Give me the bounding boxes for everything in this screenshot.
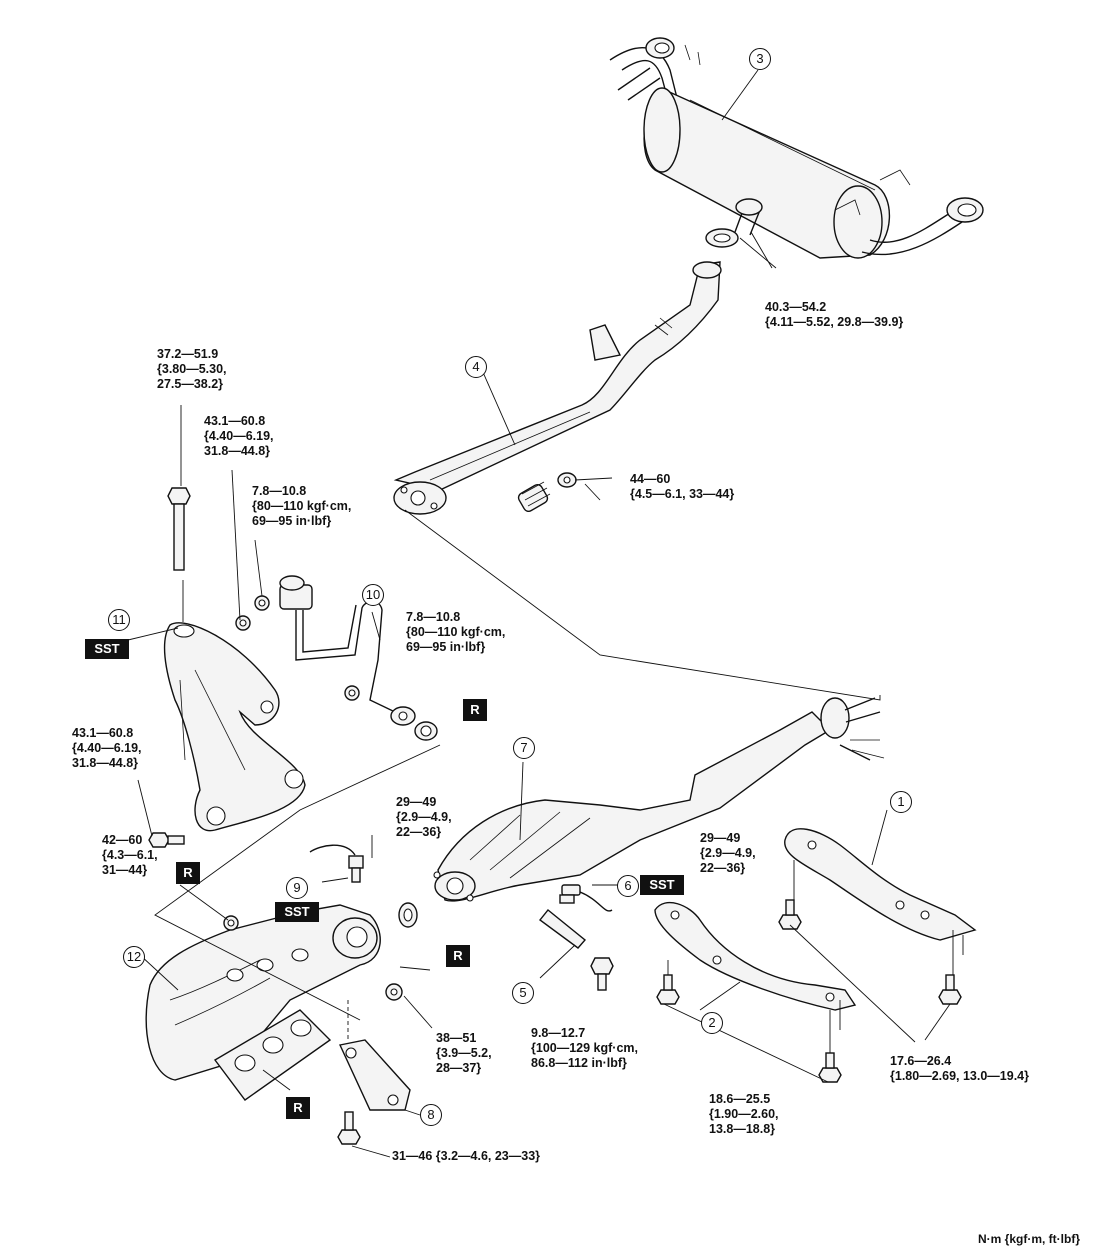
sst-tag-front-sensor: SST bbox=[275, 902, 319, 922]
bracket-bolt-part-5 bbox=[538, 909, 614, 991]
main-muffler-part-3 bbox=[609, 37, 984, 259]
bracket-part-8 bbox=[337, 1039, 411, 1145]
replace-tag-manifold-gasket: R bbox=[286, 1097, 310, 1119]
valve-tube-part-10 bbox=[235, 575, 438, 741]
flange-spring-and-nut bbox=[517, 472, 577, 513]
callout-1: 1 bbox=[890, 791, 912, 813]
torque-spec-flange-nut: 44—60 {4.5—6.1, 33—44} bbox=[630, 472, 735, 501]
torque-spec-bracket-bolt-lower: 31—46 {3.2—4.6, 23—33} bbox=[392, 1149, 541, 1163]
callout-9: 9 bbox=[286, 877, 308, 899]
callout-4: 4 bbox=[465, 356, 487, 378]
torque-spec-member-2: 18.6—25.5 {1.90—2.60, 13.8—18.8} bbox=[709, 1092, 779, 1136]
replace-tag-manifold-nut: R bbox=[176, 862, 200, 884]
front-sensor-part-9 bbox=[309, 844, 364, 883]
leader-lines bbox=[127, 69, 964, 1158]
torque-spec-muffler-clamp: 40.3—54.2 {4.11—5.52, 29.8—39.9} bbox=[765, 300, 904, 329]
callout-12: 12 bbox=[123, 946, 145, 968]
callout-3: 3 bbox=[749, 48, 771, 70]
replace-tag-pipe-gasket: R bbox=[463, 699, 487, 721]
torque-spec-member-1: 17.6—26.4 {1.80—2.69, 13.0—19.4} bbox=[890, 1054, 1029, 1083]
manifold-gasket bbox=[213, 1009, 332, 1101]
exhaust-pipe-part-4 bbox=[393, 261, 722, 515]
callout-10: 10 bbox=[362, 584, 384, 606]
crossmember-part-2 bbox=[654, 901, 857, 1083]
callout-2: 2 bbox=[701, 1012, 723, 1034]
catalytic-converter-part-7 bbox=[398, 697, 885, 928]
callout-8: 8 bbox=[420, 1104, 442, 1126]
torque-spec-front-sensor: 29—49 {2.9—4.9, 22—36} bbox=[396, 795, 452, 839]
torque-spec-long-bolt: 37.2—51.9 {3.80—5.30, 27.5—38.2} bbox=[157, 347, 227, 391]
sst-tag-bracket: SST bbox=[85, 639, 129, 659]
sst-tag-rear-sensor: SST bbox=[640, 875, 684, 895]
torque-spec-bracket-bolt-left: 43.1—60.8 {4.40—6.19, 31.8—44.8} bbox=[72, 726, 142, 770]
torque-spec-bracket-bolt-small: 9.8—12.7 {100—129 kgf·cm, 86.8—112 in·lb… bbox=[531, 1026, 639, 1070]
rear-sensor-part-6 bbox=[559, 884, 613, 912]
torque-spec-pipe-flange-nut: 7.8—10.8 {80—110 kgf·cm, 69—95 in·lbf} bbox=[406, 610, 506, 654]
torque-spec-valve-nut: 7.8—10.8 {80—110 kgf·cm, 69—95 in·lbf} bbox=[252, 484, 352, 528]
exhaust-manifold-part-12 bbox=[145, 904, 403, 1081]
long-bolt bbox=[167, 487, 191, 571]
replace-tag-converter-gasket: R bbox=[446, 945, 470, 967]
torque-spec-rear-sensor: 29—49 {2.9—4.9, 22—36} bbox=[700, 831, 756, 875]
bracket-part-11 bbox=[148, 622, 306, 848]
callout-11: 11 bbox=[108, 609, 130, 631]
crossmember-part-1 bbox=[778, 828, 977, 1005]
torque-spec-manifold-nut: 42—60 {4.3—6.1, 31—44} bbox=[102, 833, 158, 877]
callout-6: 6 bbox=[617, 875, 639, 897]
torque-spec-manifold-stud-nut: 38—51 {3.9—5.2, 28—37} bbox=[436, 1031, 492, 1075]
callout-5: 5 bbox=[512, 982, 534, 1004]
torque-units-legend: N·m {kgf·m, ft·lbf} bbox=[978, 1232, 1080, 1246]
callout-7: 7 bbox=[513, 737, 535, 759]
torque-spec-bracket-nut-upper: 43.1—60.8 {4.40—6.19, 31.8—44.8} bbox=[204, 414, 274, 458]
